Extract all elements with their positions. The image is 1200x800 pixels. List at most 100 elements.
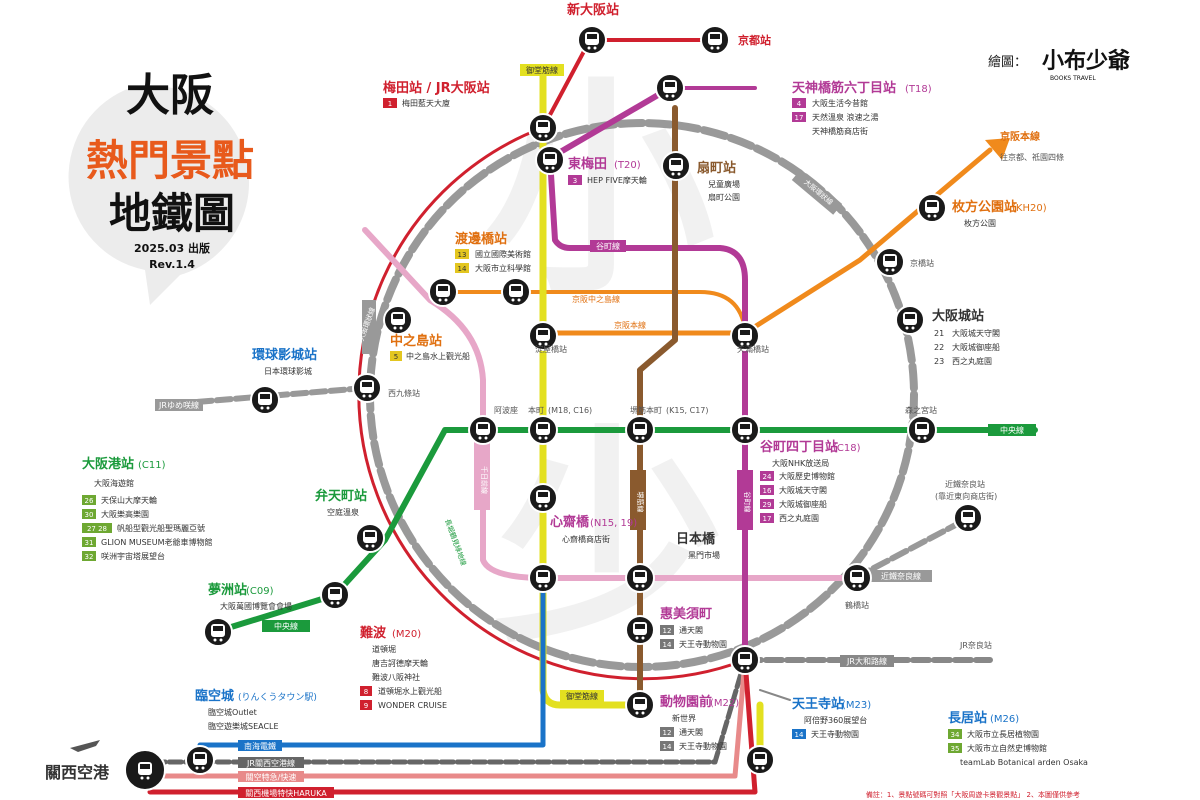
svg-text:難波八阪神社: 難波八阪神社 (372, 672, 420, 682)
label-keihan-arrow-sub: 往京都、祗園四條 (1000, 152, 1064, 162)
svg-text:14: 14 (663, 743, 672, 751)
station-icon-umeda (528, 113, 558, 143)
svg-text:16: 16 (763, 487, 772, 495)
station-morinomiya-name: 森之宮站 (905, 405, 937, 415)
svg-text:大阪市立科學館: 大阪市立科學館 (475, 263, 531, 273)
svg-text:臨空城Outlet: 臨空城Outlet (208, 707, 257, 717)
station-hommachi-name: 本町 (528, 405, 544, 415)
kuko-line (147, 657, 748, 779)
svg-text:黑門市場: 黑門市場 (688, 550, 720, 560)
station-temmabashi-name: 天滿橋站 (737, 344, 769, 354)
svg-text:1: 1 (388, 100, 392, 108)
svg-text:新世界: 新世界 (672, 713, 696, 723)
station-icon-usj (250, 385, 280, 415)
svg-text:(M23): (M23) (842, 700, 871, 711)
credit: 繪圖： 小布少爺 BOOKS TRAVEL (988, 48, 1131, 82)
credit-label: 繪圖： (988, 54, 1027, 70)
station-icon-yumeshima (320, 580, 350, 610)
svg-text:阿倍野360展望台: 阿倍野360展望台 (804, 715, 867, 725)
svg-text:西之丸庭園: 西之丸庭園 (952, 356, 992, 366)
sennichimae-line (362, 227, 858, 581)
station-nagai-name: 長居站 (948, 710, 987, 726)
station-icon-nagahori (528, 563, 558, 593)
station-osakako-name: 大阪港站 (82, 456, 134, 472)
station-bentencho-name: 弁天町站 (315, 488, 367, 504)
label-keihan-arrow: 京阪本線 (1000, 130, 1040, 143)
svg-text:30: 30 (85, 511, 94, 519)
svg-text:帆船型觀光船聖瑪麗亞號: 帆船型觀光船聖瑪麗亞號 (117, 523, 205, 533)
station-icon-hommachi (528, 415, 558, 445)
svg-text:teamLab Botanical arden Osaka: teamLab Botanical arden Osaka (960, 758, 1088, 767)
station-tsuruhashi-name: 鶴橋站 (845, 600, 869, 610)
title-line3: 地鐵圖 (109, 189, 235, 238)
station-ogimachi-name: 扇町站 (697, 160, 736, 176)
svg-text:35: 35 (951, 745, 960, 753)
svg-text:大阪城天守閣: 大阪城天守閣 (779, 485, 827, 495)
title-line2: 熱門景點 (86, 136, 254, 185)
chuo-line (212, 427, 1038, 635)
station-nipponbashi-name: 日本橋 (676, 531, 716, 547)
station-icon-tenjinbashi (655, 73, 685, 103)
title-edition: 2025.03 出版 (134, 241, 210, 255)
svg-text:大阪歷史博物館: 大阪歷史博物館 (779, 471, 835, 481)
svg-text:通天閣: 通天閣 (679, 625, 703, 635)
svg-text:天然溫泉 浪速之湯: 天然溫泉 浪速之湯 (812, 112, 879, 122)
airplane-icon (70, 740, 100, 752)
station-icon-ebisucho (625, 615, 655, 645)
svg-text:天神橋筋商店街: 天神橋筋商店街 (812, 126, 868, 136)
station-sakaisuji-hommachi-name: 堺筋本町 (630, 405, 662, 415)
station-icon-bentencho (355, 523, 385, 553)
svg-text:大阪海遊館: 大阪海遊館 (94, 478, 134, 488)
svg-text:扇町公園: 扇町公園 (708, 192, 740, 202)
svg-text:17: 17 (763, 515, 772, 523)
svg-text:國立國際美術館: 國立國際美術館 (475, 249, 531, 259)
label-yumesaki: JRゆめ咲線 (158, 400, 199, 410)
svg-text:(C11): (C11) (138, 460, 166, 471)
label-haruka: 關西機場特快HARUKA (245, 788, 327, 798)
station-nakanoshima-name: 中之島站 (390, 333, 442, 349)
label-nankai: 南海電鐵 (244, 741, 276, 751)
station-icon-kyobashi (875, 247, 905, 277)
svg-text:12: 12 (663, 729, 672, 737)
svg-text:天王寺動物園: 天王寺動物園 (679, 741, 727, 751)
station-namba-name: 難波 (360, 625, 387, 641)
station-icon-dobutsuen (625, 690, 655, 720)
svg-text:12: 12 (663, 627, 672, 635)
svg-text:大阪市立長居植物園: 大阪市立長居植物園 (967, 729, 1039, 739)
station-umeda-name: 梅田站 / JR大阪站 (383, 80, 490, 96)
svg-text:(N15, 19): (N15, 19) (590, 518, 637, 529)
title-rev: Rev.1.4 (149, 258, 195, 271)
svg-text:少: 少 (495, 408, 725, 675)
svg-text:31: 31 (85, 539, 94, 547)
svg-text:心齋橋商店街: 心齋橋商店街 (562, 534, 610, 544)
svg-text:24: 24 (763, 473, 772, 481)
station-icon-tennoji (730, 645, 760, 675)
station-icon-watanabebashi-b (501, 277, 531, 307)
svg-text:29: 29 (763, 501, 772, 509)
label-midosuji: 御堂筋線 (526, 65, 558, 75)
label-keihan-nakanoshima: 京阪中之島線 (572, 294, 620, 304)
haruka-line (147, 657, 758, 795)
svg-text:大阪生活今昔館: 大阪生活今昔館 (812, 98, 868, 108)
station-icon-nagai (745, 745, 775, 775)
station-icon-nipponbashi (625, 563, 655, 593)
svg-text:(C09): (C09) (246, 586, 274, 597)
station-icon-nakanoshima (383, 305, 413, 335)
station-rinku-name: 臨空城 (195, 688, 234, 704)
line-labels: 御堂筋線 谷町線 京阪中之島線 京阪本線 中央線 中央線 JRゆめ咲線 近鐵奈良… (155, 64, 1064, 798)
station-tennoji-name: 天王寺站 (792, 696, 844, 712)
svg-text:(靠近東向商店街): (靠近東向商店街) (935, 491, 997, 501)
label-sennichimae: 千日前線 (480, 466, 489, 494)
svg-text:32: 32 (85, 553, 94, 561)
svg-text:道頓堀水上觀光船: 道頓堀水上觀光船 (378, 686, 442, 696)
svg-text:23: 23 (934, 357, 944, 366)
station-icon-yodoyabashi (528, 321, 558, 351)
sakaisuji-line (637, 105, 678, 703)
station-icon-awaza (468, 415, 498, 445)
station-kyoto-name: 京都站 (738, 33, 771, 47)
svg-text:14: 14 (795, 731, 804, 739)
svg-text:4: 4 (797, 100, 802, 108)
station-icon-temmabashi (730, 321, 760, 351)
svg-text:(M20): (M20) (392, 629, 421, 640)
